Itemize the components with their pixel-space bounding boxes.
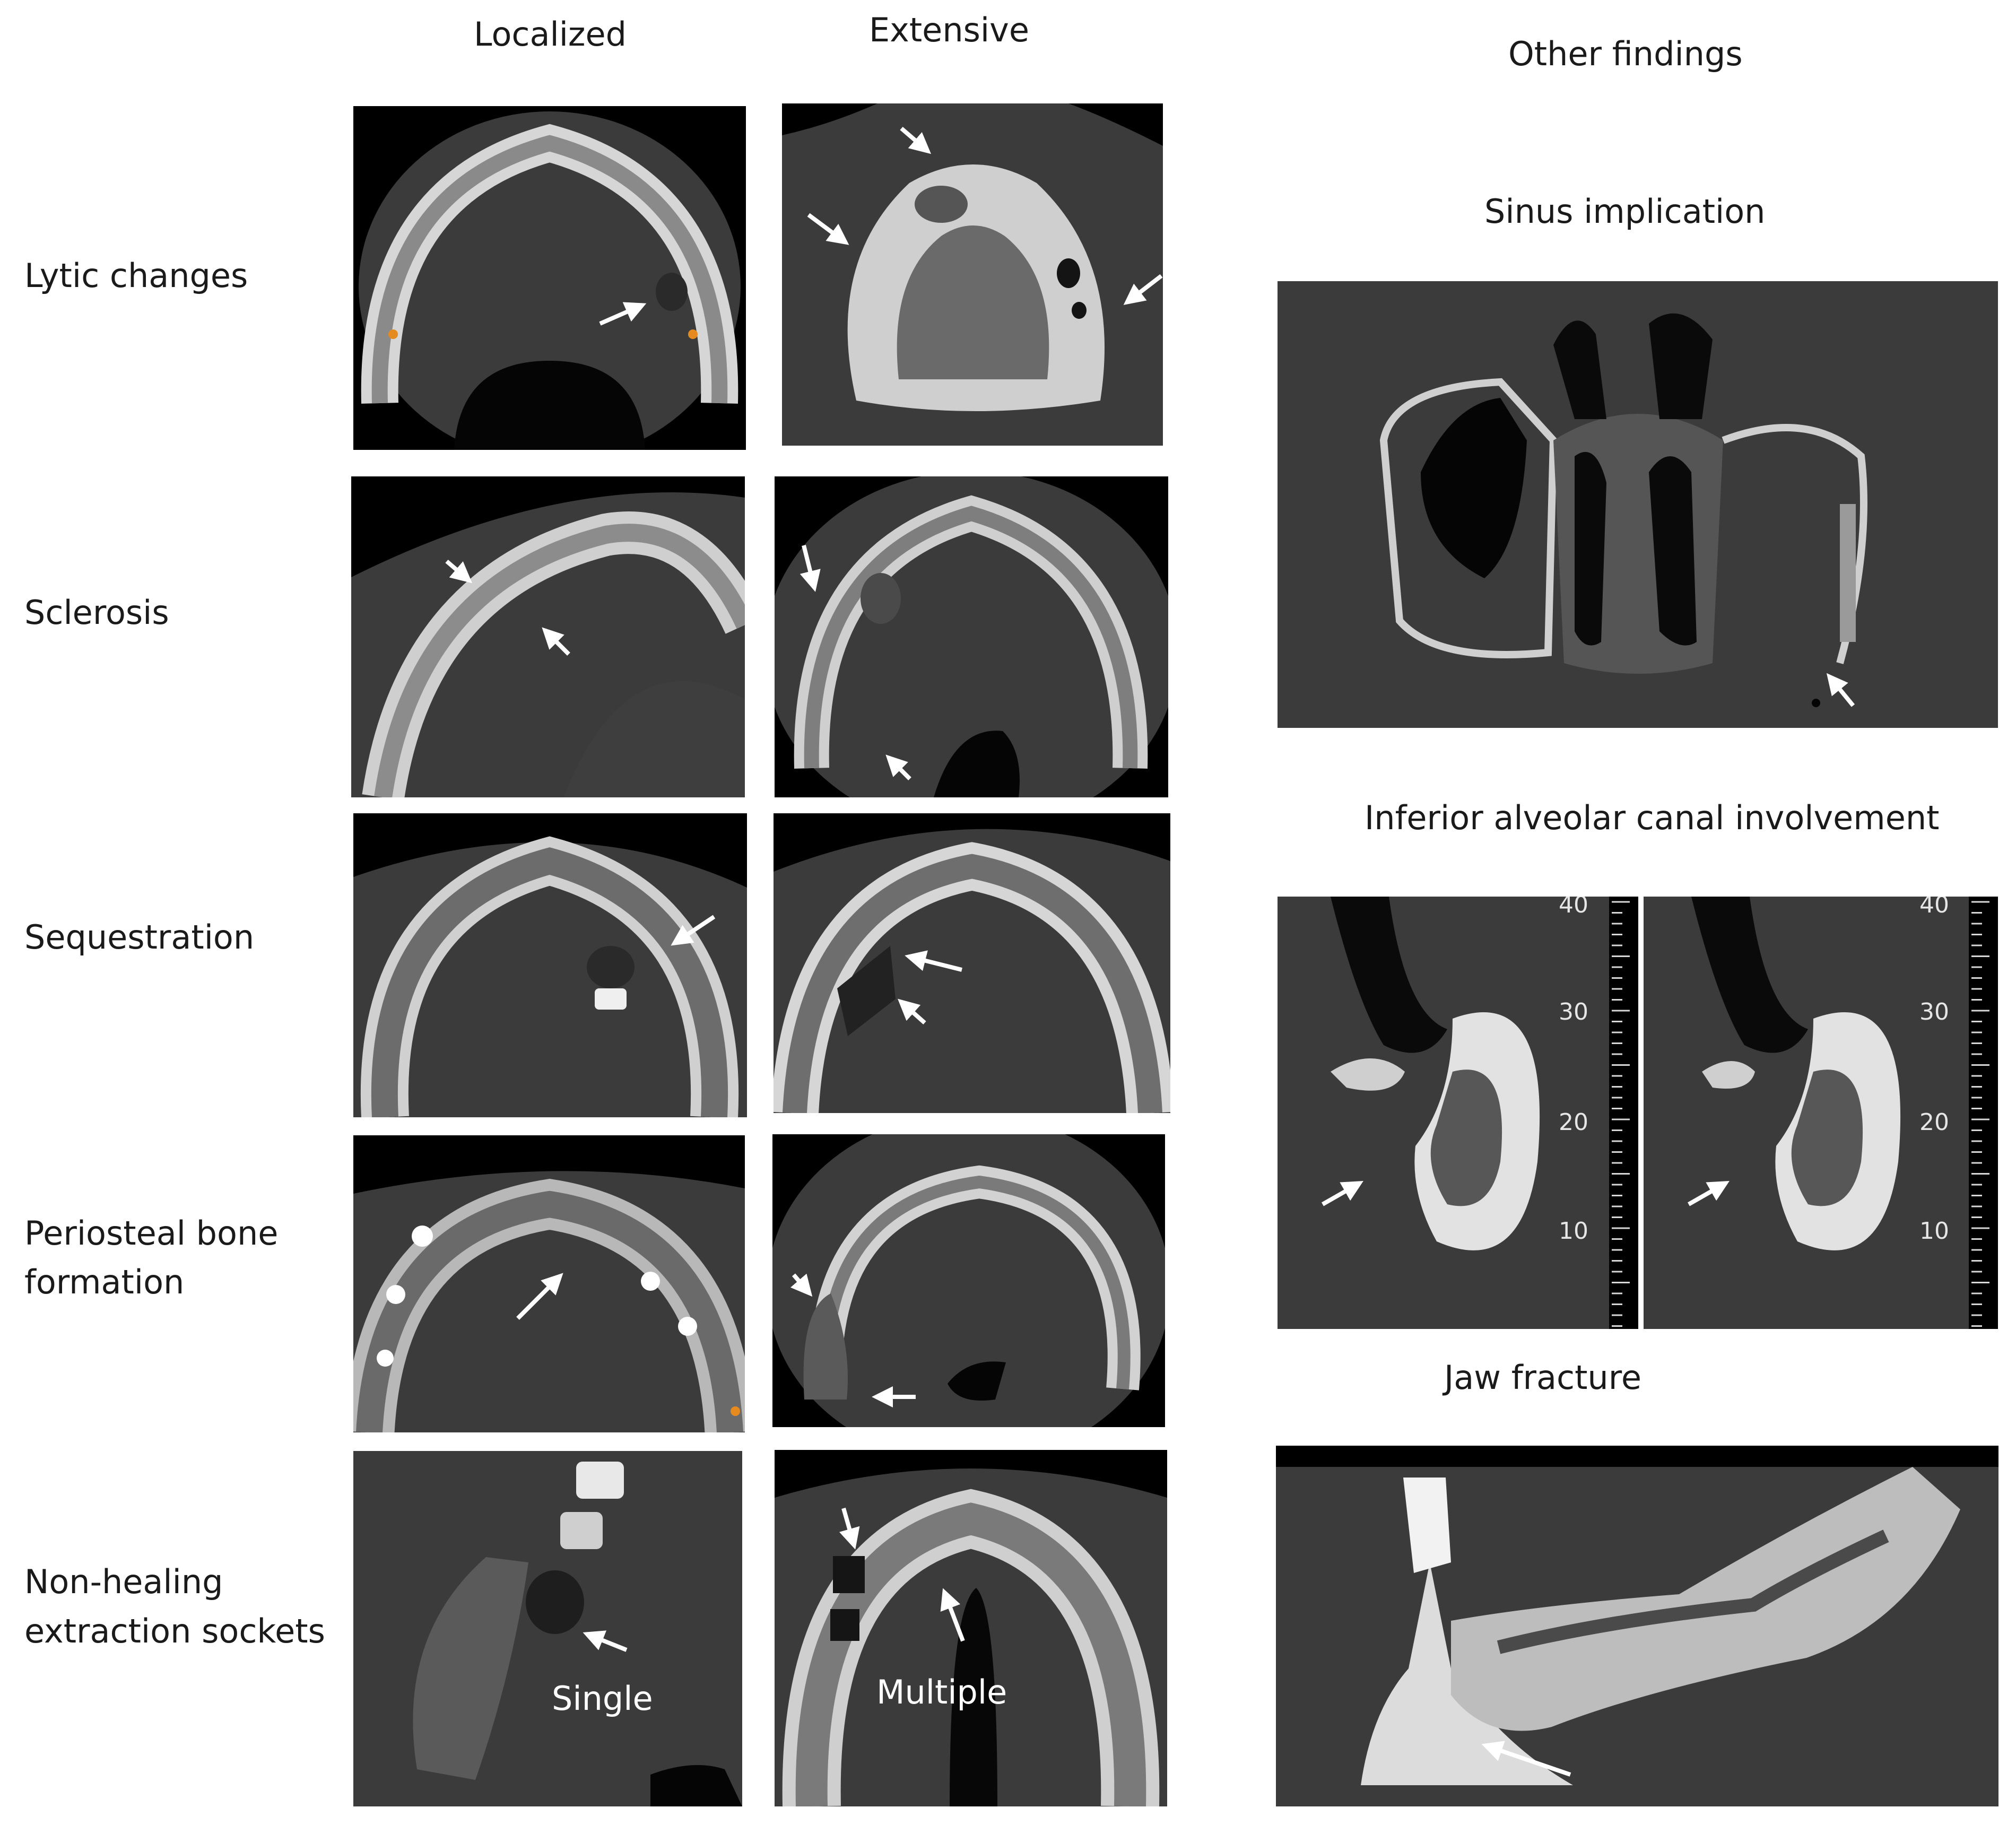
ruler-tick-label: 20	[1559, 1109, 1588, 1136]
ct-panel-periosteal-extensive	[772, 1134, 1165, 1427]
ruler-tick-label: 30	[1919, 998, 1949, 1026]
column-header-localized: Localized	[474, 15, 627, 54]
ct-panel-periosteal-localized	[353, 1135, 745, 1432]
ct-panel-canal-left: 40 30 20 10	[1278, 897, 1638, 1329]
ct-panel-sclerosis-localized	[351, 476, 745, 797]
panel-label-single: Single	[552, 1679, 653, 1718]
ct-panel-lytic-localized	[353, 106, 746, 450]
section-title-sinus-implication: Sinus implication	[1484, 192, 1766, 231]
row-label-lytic-changes: Lytic changes	[24, 256, 248, 295]
ruler-tick-label: 40	[1919, 897, 1949, 918]
row-label-nonhealing-line1: Non-healing	[24, 1562, 223, 1601]
row-label-sclerosis: Sclerosis	[24, 593, 169, 632]
ct-panel-nonhealing-single: Single	[353, 1451, 742, 1806]
ct-panel-jaw-fracture	[1276, 1446, 1998, 1806]
ct-panel-sinus-implication	[1278, 281, 1998, 728]
ct-panel-sequestration-extensive	[774, 813, 1170, 1113]
column-header-other-findings: Other findings	[1508, 34, 1743, 73]
row-label-sequestration: Sequestration	[24, 918, 255, 957]
ruler-tick-label: 40	[1559, 897, 1588, 918]
panel-label-multiple: Multiple	[876, 1673, 1007, 1711]
ct-panel-nonhealing-multiple: Multiple	[775, 1450, 1167, 1806]
ruler-tick-label: 10	[1919, 1218, 1949, 1245]
ct-panel-sclerosis-extensive	[775, 476, 1168, 797]
column-header-extensive: Extensive	[869, 11, 1029, 49]
ruler-tick-label: 30	[1559, 998, 1588, 1026]
row-label-periosteal-line2: formation	[24, 1263, 185, 1301]
ct-panel-lytic-extensive	[782, 103, 1163, 446]
ct-panel-sequestration-localized	[353, 813, 747, 1117]
ruler-tick-label: 20	[1919, 1109, 1949, 1136]
row-label-nonhealing-line2: extraction sockets	[24, 1612, 325, 1650]
section-title-canal-involvement: Inferior alveolar canal involvement	[1365, 798, 1940, 837]
section-title-jaw-fracture: Jaw fracture	[1444, 1358, 1641, 1397]
ruler-tick-label: 10	[1559, 1218, 1588, 1245]
row-label-periosteal-line1: Periosteal bone	[24, 1214, 279, 1253]
ct-panel-canal-right: 40 30 20 10	[1644, 897, 1998, 1329]
